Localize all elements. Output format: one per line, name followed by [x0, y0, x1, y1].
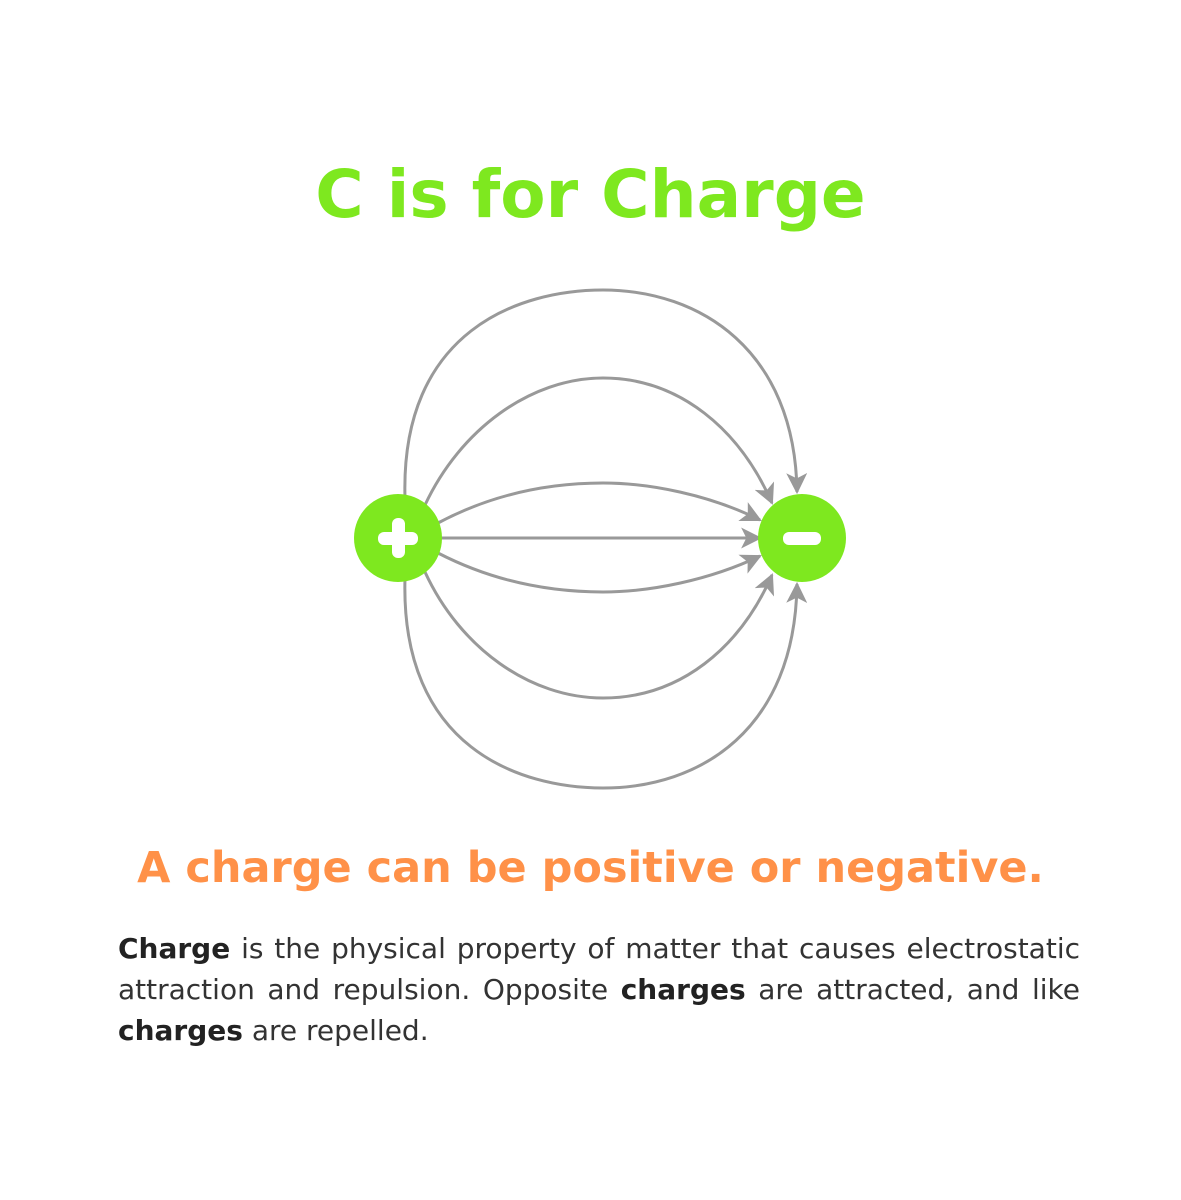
field-line-outer-top	[403, 288, 808, 499]
field-line-inner-bottom	[437, 551, 762, 594]
subtitle: A charge can be positive or negative.	[137, 843, 1044, 893]
description-text: is the physical property of matter that …	[118, 932, 1080, 1006]
negative-charge	[758, 494, 846, 582]
field-line-middle-top	[423, 376, 775, 506]
description-paragraph: Charge is the physical property of matte…	[118, 928, 1080, 1051]
field-line-inner-top	[437, 481, 762, 525]
field-line-outer-bottom	[403, 577, 808, 790]
plus-icon	[378, 518, 418, 558]
description-text: are attracted, and like	[745, 973, 1081, 1006]
term-charges: charges	[118, 1014, 243, 1047]
term-charges: charges	[620, 973, 746, 1006]
page-title: C is for Charge	[315, 156, 866, 233]
field-lines	[403, 288, 808, 790]
description-text: are repelled.	[242, 1014, 429, 1047]
positive-charge	[354, 494, 442, 582]
field-line-middle-bottom	[423, 571, 775, 700]
minus-icon	[783, 532, 821, 545]
term-charge: Charge	[118, 932, 231, 965]
